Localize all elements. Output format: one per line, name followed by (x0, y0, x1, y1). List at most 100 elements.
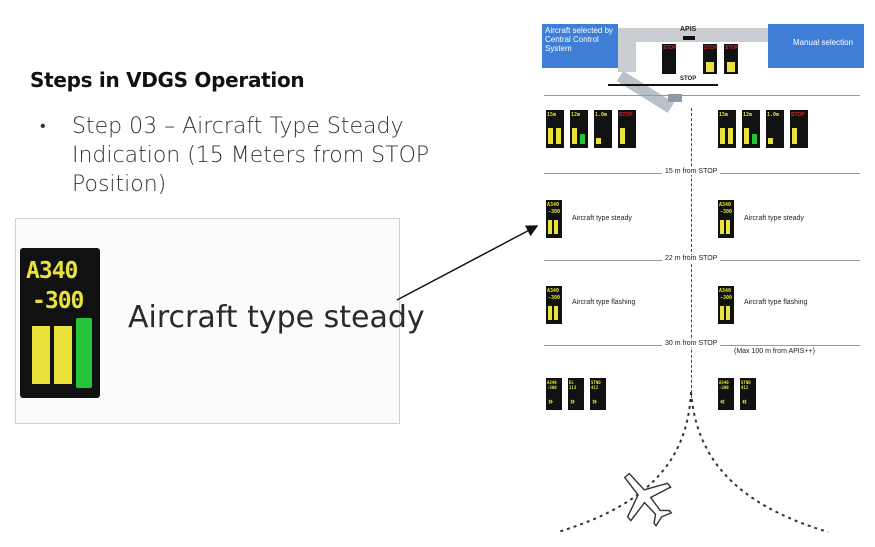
display-text: 15m (547, 112, 557, 118)
display-text: A340 (547, 202, 560, 208)
display-text: STND 412 (741, 380, 751, 390)
display-unit: A340-300 (718, 200, 734, 238)
distance-label-30: 30 m from STOP (662, 340, 721, 347)
stop-label: STOP (680, 76, 697, 82)
yellow-bar (548, 220, 552, 234)
yellow-bar (548, 306, 552, 320)
display-unit: A340-300 (546, 286, 562, 324)
display-unit: STND 412 « (740, 378, 756, 410)
display-unit: STOP (618, 110, 636, 148)
display-unit: STOP (662, 44, 677, 74)
display-text: STOP (791, 112, 805, 118)
display-unit: EL 113 » (568, 378, 584, 410)
display-text: -300 (720, 209, 733, 215)
display-text: A340 (719, 202, 732, 208)
yellow-bar (554, 306, 558, 320)
display-text: 12m (571, 112, 581, 118)
display-unit: A340-300 (546, 200, 562, 238)
yellow-bar (720, 220, 724, 234)
apis-label: APIS (680, 26, 697, 33)
display-text: STOP (725, 45, 739, 51)
yellow-bar-middle (54, 326, 72, 384)
chevron-right-icon: » (548, 396, 554, 406)
zoom-display-line1: A340 (26, 258, 78, 284)
zoom-display-line2: -300 (32, 288, 84, 314)
green-bar (76, 318, 92, 388)
display-text: A340 -300 (719, 380, 729, 390)
yellow-bar (572, 128, 577, 144)
yellow-bar (554, 220, 558, 234)
zoom-caption: Aircraft type steady (128, 300, 425, 335)
green-bar (752, 134, 757, 144)
yellow-bar (768, 138, 773, 144)
airplane-icon (623, 472, 673, 527)
display-unit: A340 -300 » (546, 378, 562, 410)
distance-label-22: 22 m from STOP (662, 255, 721, 262)
display-text: A340 (719, 288, 732, 294)
chevron-left-icon: « (720, 396, 726, 406)
flashing-label: Aircraft type flashing (572, 299, 636, 306)
display-unit: 12m (742, 110, 760, 148)
display-text: 1.0m (595, 112, 608, 118)
yellow-bar (706, 62, 714, 72)
approach-paths (557, 391, 829, 533)
display-unit: 1.0m (594, 110, 612, 148)
steady-label: Aircraft type steady (744, 215, 804, 222)
yellow-bar (548, 128, 553, 144)
display-text: A340 (547, 288, 560, 294)
bridge-post (618, 42, 636, 72)
bullet-text: Step 03 – Aircraft Type Steady Indicatio… (72, 114, 430, 197)
yellow-bar (596, 138, 601, 144)
bullet-marker: • (40, 118, 46, 135)
yellow-bar (620, 128, 625, 144)
display-text: STOP (663, 45, 677, 51)
bridge-head (668, 94, 682, 102)
yellow-bar (744, 128, 749, 144)
yellow-bar (556, 128, 561, 144)
distance-label-15: 15 m from STOP (662, 168, 721, 175)
display-unit: 15m (546, 110, 564, 148)
yellow-bar (792, 128, 797, 144)
display-text: STOP (619, 112, 633, 118)
yellow-bar (726, 220, 730, 234)
flashing-label: Aircraft type flashing (744, 299, 808, 306)
max-distance-note: (Max 100 m from APIS++) (734, 348, 815, 355)
yellow-bar (726, 306, 730, 320)
slide-title: Steps in VDGS Operation (30, 68, 305, 92)
band-line (544, 95, 860, 96)
display-text: STOP (704, 45, 718, 51)
display-unit: A340-300 (718, 286, 734, 324)
manual-selection-box: Manual selection (768, 24, 864, 68)
display-text: EL 113 (569, 380, 577, 390)
vdgs-diagram: Aircraft selected by Central Control Sys… (538, 22, 870, 542)
display-text: -300 (720, 295, 733, 301)
yellow-bar (720, 128, 725, 144)
zoomed-display-unit: A340 -300 (20, 248, 100, 398)
yellow-bar (720, 306, 724, 320)
display-text: -300 (548, 209, 561, 215)
display-text: 12m (743, 112, 753, 118)
central-control-box: Aircraft selected by Central Control Sys… (542, 24, 618, 68)
chevron-left-icon: « (742, 396, 748, 406)
pointer-arrow (396, 225, 539, 301)
steady-label: Aircraft type steady (572, 215, 632, 222)
display-unit: STOP (790, 110, 808, 148)
display-unit: A340 -300 « (718, 378, 734, 410)
display-text: A340 -300 (547, 380, 557, 390)
display-unit: STND 412 » (590, 378, 606, 410)
display-text: STND 412 (591, 380, 601, 390)
yellow-bar (728, 128, 733, 144)
yellow-bar (727, 62, 735, 72)
chevron-right-icon: » (592, 396, 598, 406)
display-text: 15m (719, 112, 729, 118)
display-unit: 15m (718, 110, 736, 148)
yellow-bar-left (32, 326, 50, 384)
display-text: -300 (548, 295, 561, 301)
stop-line (608, 84, 718, 86)
centerline (691, 108, 692, 398)
display-unit: 12m (570, 110, 588, 148)
green-bar (580, 134, 585, 144)
display-unit: 1.0m (766, 110, 784, 148)
chevron-right-icon: » (570, 396, 576, 406)
jetway-top (618, 28, 768, 42)
